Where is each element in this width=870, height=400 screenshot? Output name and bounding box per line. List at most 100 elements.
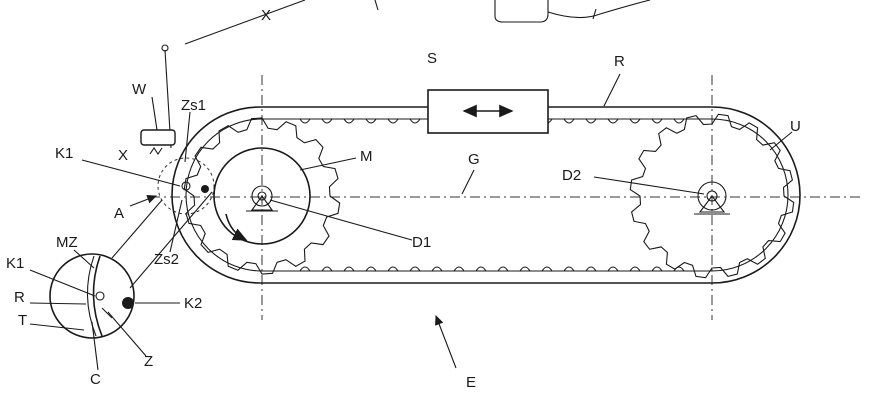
label-Zs2: Zs2 bbox=[154, 251, 179, 268]
label-D2: D2 bbox=[562, 167, 581, 184]
label-G: G bbox=[468, 151, 480, 168]
connector-2 bbox=[129, 191, 213, 289]
label-M: M bbox=[360, 148, 373, 165]
label-R-top: R bbox=[614, 53, 625, 70]
left-gear-teeth bbox=[183, 117, 341, 275]
detail-enlargement bbox=[49, 253, 135, 339]
label-T: T bbox=[18, 312, 27, 329]
belt-tooth bbox=[343, 118, 355, 124]
cable-mark bbox=[592, 8, 597, 20]
belt-tooth bbox=[299, 266, 311, 272]
leader-E bbox=[435, 314, 457, 369]
belt-tooth bbox=[673, 118, 685, 124]
detail-circle-A bbox=[157, 157, 215, 215]
leader-G bbox=[461, 169, 475, 195]
belt-teeth bbox=[299, 118, 685, 272]
label-D1: D1 bbox=[412, 234, 431, 251]
label-E: E bbox=[466, 374, 476, 391]
mount-D1 bbox=[250, 195, 274, 211]
belt-section-detail bbox=[92, 255, 103, 337]
toothed-belt-outer bbox=[171, 106, 801, 284]
belt-tooth bbox=[475, 266, 487, 272]
detail-Z-mark bbox=[101, 307, 113, 319]
belt-tooth bbox=[519, 266, 531, 272]
antenna-tip bbox=[161, 44, 169, 52]
label-K1-lower: K1 bbox=[6, 255, 24, 272]
leader-Zs1 bbox=[184, 111, 191, 163]
belt-tooth bbox=[541, 266, 553, 272]
label-K2: K2 bbox=[184, 295, 202, 312]
drive-wheel-M bbox=[213, 147, 311, 245]
belt-tooth bbox=[299, 118, 311, 124]
belt-tooth bbox=[607, 118, 619, 124]
right-gear-teeth bbox=[629, 113, 795, 279]
label-MZ: MZ bbox=[56, 234, 78, 251]
belt-tooth bbox=[651, 266, 663, 272]
label-K1-upper: K1 bbox=[55, 145, 73, 162]
belt-tooth bbox=[431, 266, 443, 272]
leader-R bbox=[603, 73, 621, 107]
label-X-left: X bbox=[118, 147, 128, 164]
leader-W bbox=[151, 96, 158, 131]
belt-tooth bbox=[343, 266, 355, 272]
connector-1 bbox=[111, 199, 163, 259]
label-C: C bbox=[90, 371, 101, 388]
leader-K1 bbox=[81, 159, 181, 187]
detail-K1 bbox=[95, 291, 105, 301]
belt-tooth bbox=[321, 118, 333, 124]
belt-tooth bbox=[563, 118, 575, 124]
leader-D2 bbox=[593, 176, 705, 195]
detail-K2 bbox=[122, 297, 134, 309]
leader-MZ bbox=[73, 249, 95, 269]
transmitter-W bbox=[140, 129, 176, 146]
signal-zigzag bbox=[149, 147, 163, 155]
leader-M bbox=[299, 157, 357, 171]
belt-tooth bbox=[365, 266, 377, 272]
belt-tooth bbox=[629, 266, 641, 272]
label-A: A bbox=[114, 205, 124, 222]
mount-D2 bbox=[698, 195, 726, 213]
belt-tooth bbox=[365, 118, 377, 124]
rightGear-profile bbox=[629, 113, 795, 279]
leader-C bbox=[91, 321, 99, 371]
sensor-K1 bbox=[181, 181, 191, 191]
belt-tooth bbox=[673, 266, 685, 272]
sensor-K2 bbox=[201, 185, 209, 193]
belt-tooth bbox=[321, 266, 333, 272]
leader-U bbox=[769, 131, 793, 151]
belt-tooth bbox=[585, 118, 597, 124]
signal-line-X bbox=[184, 0, 306, 45]
axle-D2 bbox=[706, 190, 718, 202]
leader-Zs2 bbox=[169, 199, 183, 253]
hub-D1 bbox=[251, 185, 273, 207]
leader-D1 bbox=[269, 199, 413, 241]
leader-R-detail bbox=[29, 302, 87, 305]
remote-device bbox=[494, 0, 549, 23]
belt-tooth bbox=[387, 266, 399, 272]
leftGear-profile bbox=[183, 117, 341, 275]
top-fragment-line bbox=[374, 0, 379, 11]
rotation-arrow bbox=[225, 213, 248, 241]
label-Z: Z bbox=[144, 353, 153, 370]
belt-tooth bbox=[585, 266, 597, 272]
label-S: S bbox=[427, 50, 437, 67]
belt-tooth bbox=[387, 118, 399, 124]
cable bbox=[547, 0, 651, 19]
belt-tooth bbox=[563, 266, 575, 272]
belt-tooth bbox=[453, 266, 465, 272]
belt-tooth bbox=[651, 118, 663, 124]
label-Zs1: Zs1 bbox=[181, 97, 206, 114]
leader-Z bbox=[107, 311, 147, 357]
belt-tooth bbox=[629, 118, 641, 124]
label-R-detail: R bbox=[14, 289, 25, 306]
label-X-top: X bbox=[261, 7, 271, 24]
belt-tooth bbox=[409, 118, 421, 124]
hub-D2 bbox=[697, 181, 727, 211]
leader-T bbox=[29, 323, 85, 331]
axle-D1 bbox=[257, 191, 267, 201]
label-U: U bbox=[790, 118, 801, 135]
leader-K1-detail bbox=[29, 269, 96, 297]
toothed-belt-inner bbox=[185, 118, 789, 272]
